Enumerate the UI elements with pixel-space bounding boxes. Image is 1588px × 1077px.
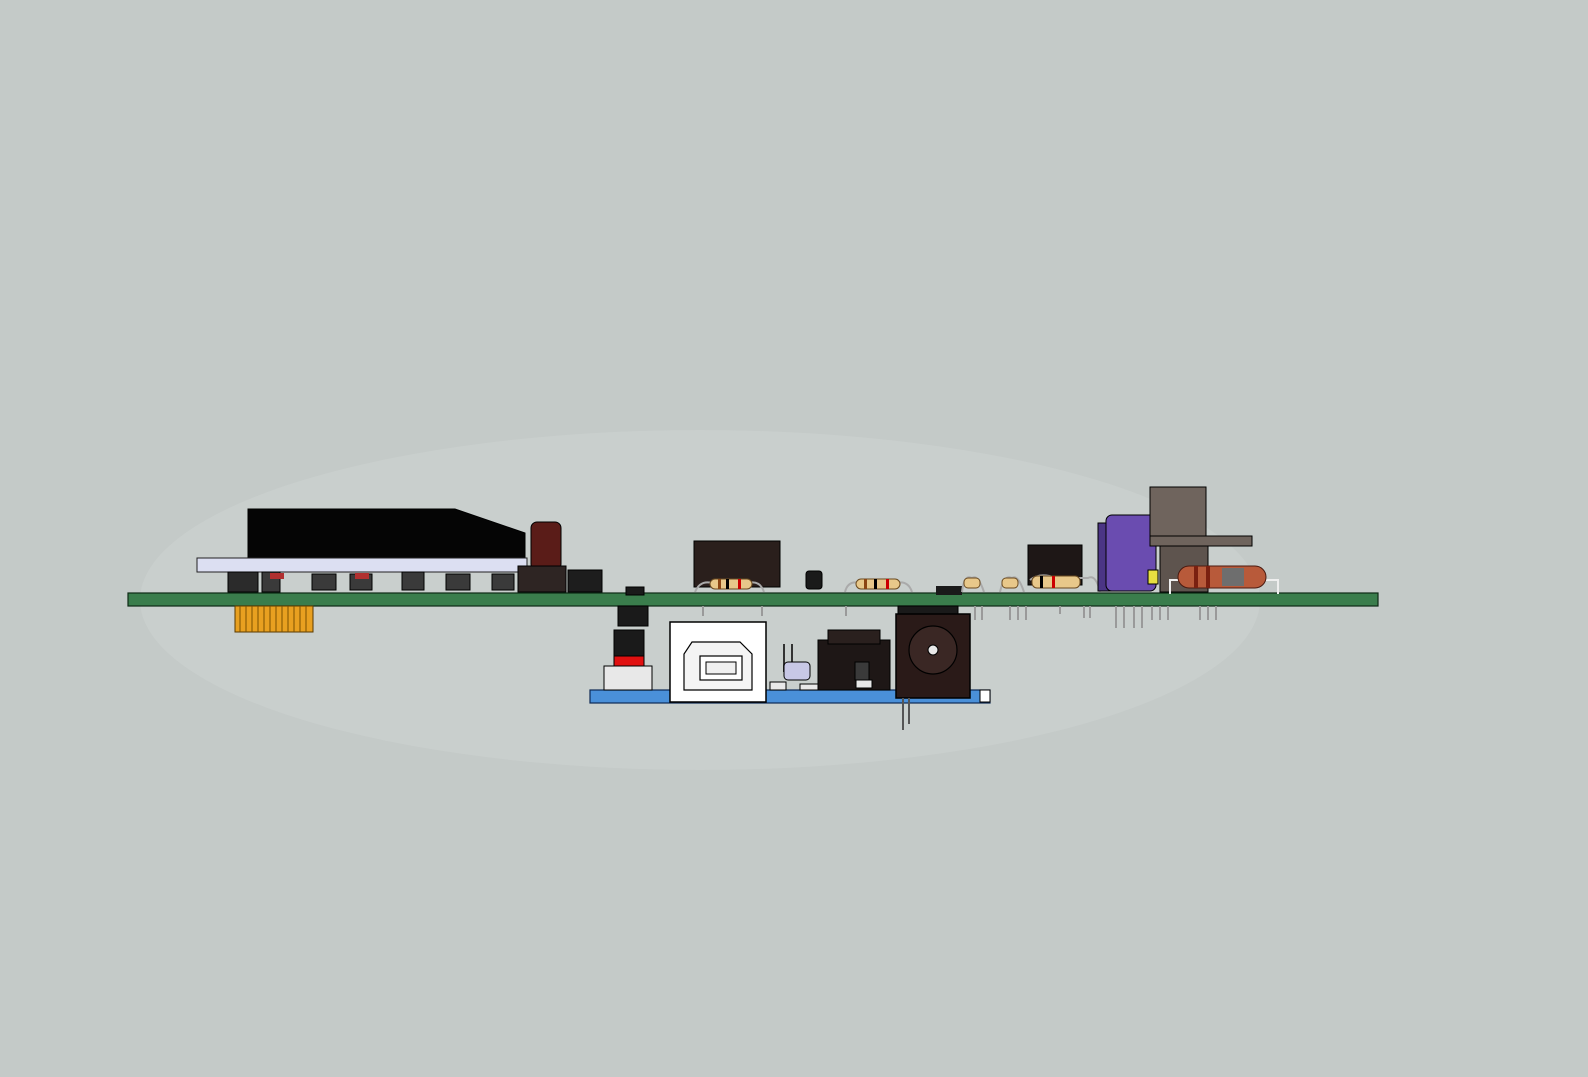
usb-b-connector [669,621,767,703]
electrolytic-capacitor [530,521,562,571]
heatsink [247,508,526,561]
dc-barrel-jack [895,613,971,730]
reset-button [603,665,653,691]
lower-board-assembly [589,605,991,730]
component-cluster [936,544,1101,595]
push-button [517,565,567,593]
smd-capacitor [783,661,811,681]
shield-connector [227,571,259,593]
purple-capacitor [1097,514,1159,592]
transistor [805,570,823,590]
voltage-regulator [817,629,891,691]
shield-connector [311,573,337,591]
capacitor-group-left [517,521,603,593]
shield-module [196,508,528,593]
smd-part [769,681,787,691]
shield-led [355,573,369,579]
shield-connector [401,571,425,591]
resistor [694,578,765,593]
shield-board [196,557,528,573]
relay-gray [1149,486,1253,593]
shield-led [270,573,284,579]
board-edge-part [979,689,991,703]
pin-header [234,605,314,633]
small-ic [625,586,645,596]
through-hole-leads [702,606,1217,628]
resistor [844,578,913,593]
shield-connector [445,573,471,591]
stack-header [617,605,649,627]
main-pcb [127,592,1379,607]
small-connector [567,569,603,593]
inductor [1169,565,1279,594]
jumper-block [613,629,645,657]
red-jumper [613,655,645,667]
shield-connector [491,573,515,591]
